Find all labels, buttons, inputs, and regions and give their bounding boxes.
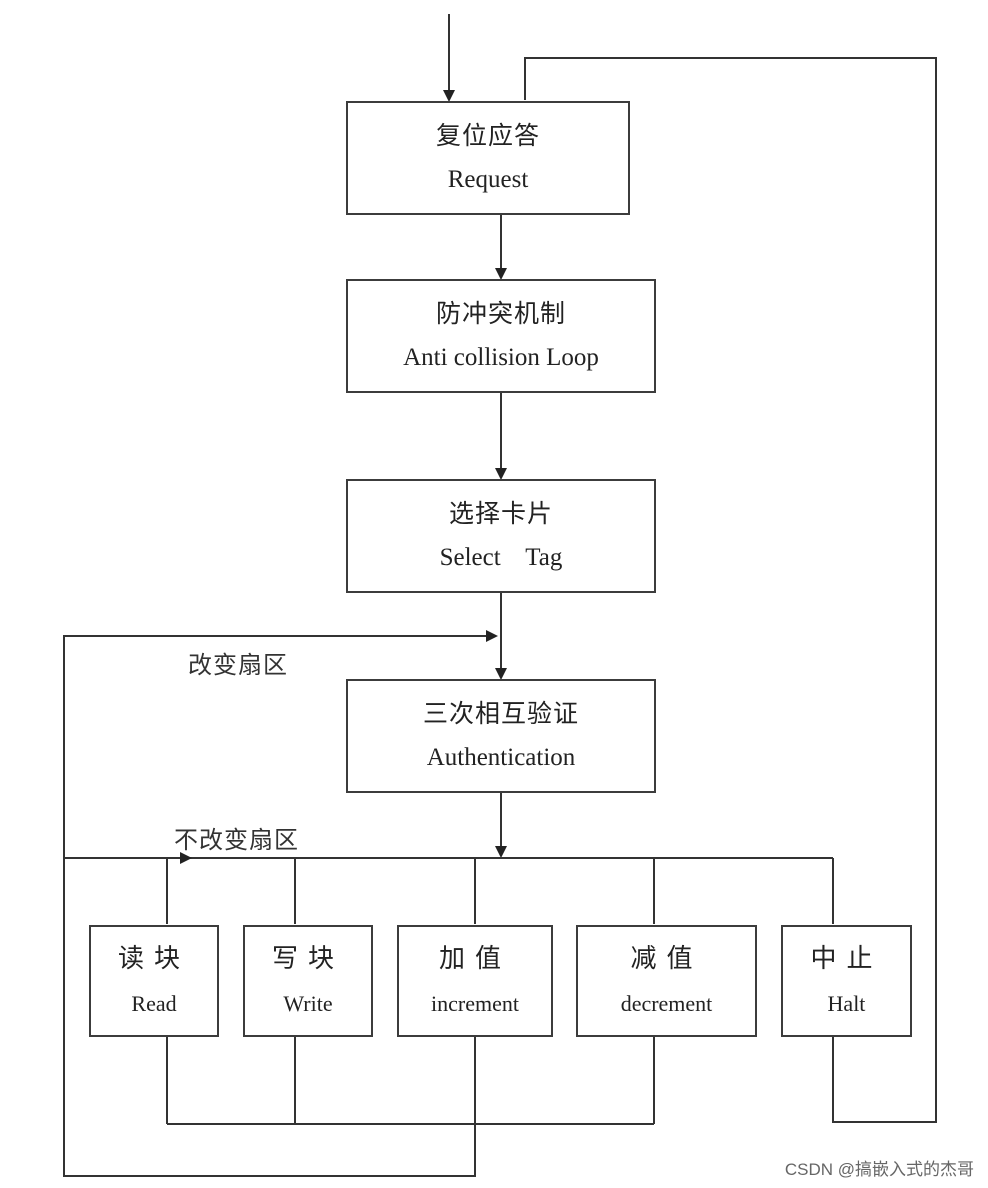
step-anticollision-en: Anti collision Loop <box>403 344 599 371</box>
op-write-en: Write <box>283 991 333 1017</box>
change-sector-loop <box>63 630 498 1177</box>
step-authentication: 三次相互验证 Authentication <box>346 679 656 793</box>
halt-loop <box>524 57 937 1123</box>
op-read: 读块 Read <box>89 925 219 1037</box>
op-decrement: 减值 decrement <box>576 925 757 1037</box>
op-halt: 中止 Halt <box>781 925 912 1037</box>
step-select: 选择卡片 Select Tag <box>346 479 656 593</box>
change-sector-label: 改变扇区 <box>188 651 288 679</box>
op-halt-en: Halt <box>827 991 866 1017</box>
step-authentication-cn: 三次相互验证 <box>422 699 579 728</box>
op-halt-cn: 中止 <box>810 944 883 975</box>
op-write: 写块 Write <box>243 925 373 1037</box>
op-increment-en: increment <box>431 991 519 1017</box>
op-decrement-en: decrement <box>620 991 713 1017</box>
op-write-cn: 写块 <box>271 944 344 975</box>
watermark: CSDN @搞嵌入式的杰哥 <box>784 1160 974 1179</box>
step-request: 复位应答 Request <box>346 101 630 215</box>
step-request-en: Request <box>447 166 529 193</box>
step-select-cn: 选择卡片 <box>448 499 553 528</box>
step-anticollision: 防冲突机制 Anti collision Loop <box>346 279 656 393</box>
op-increment: 加值 increment <box>397 925 553 1037</box>
step-select-en: Select Tag <box>439 544 563 571</box>
step-authentication-en: Authentication <box>426 744 576 771</box>
step-anticollision-cn: 防冲突机制 <box>435 299 566 328</box>
op-read-en: Read <box>131 991 177 1017</box>
step-request-cn: 复位应答 <box>435 121 540 150</box>
no-change-sector-label: 不改变扇区 <box>174 826 299 854</box>
op-decrement-cn: 减值 <box>630 944 703 975</box>
op-read-cn: 读块 <box>117 944 190 975</box>
op-increment-cn: 加值 <box>438 944 511 975</box>
